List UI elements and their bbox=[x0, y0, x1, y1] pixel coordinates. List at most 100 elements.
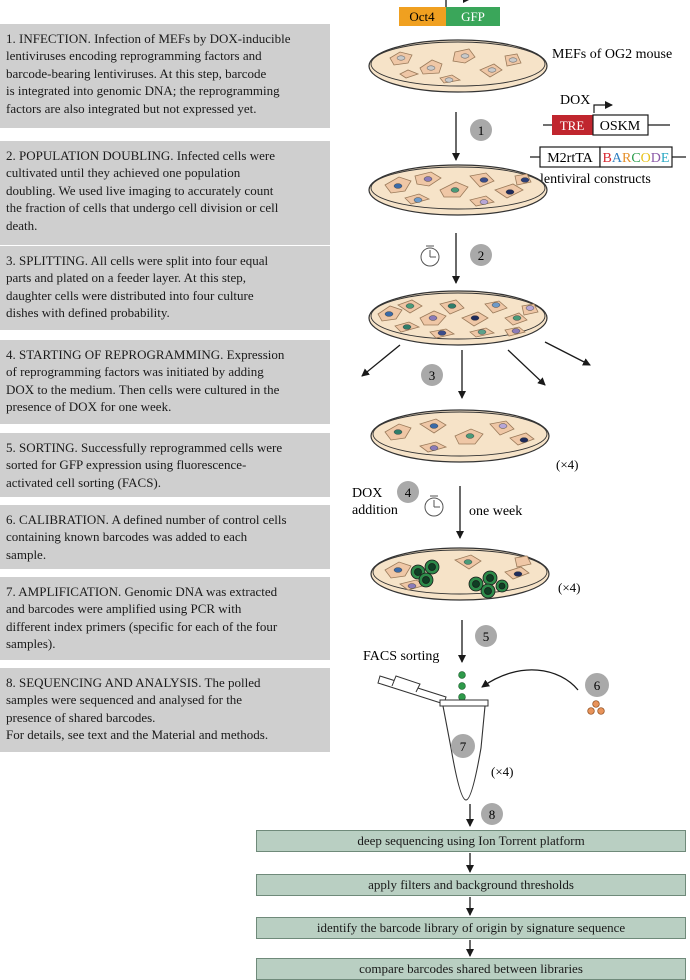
step-text-line: dishes with defined probability. bbox=[6, 305, 170, 321]
step-text-line: sample. bbox=[6, 546, 47, 562]
step-text-line: lentiviruses encoding reprogramming fact… bbox=[6, 48, 262, 64]
step-text-line: samples). bbox=[6, 636, 56, 652]
step-text-line: factors are also integrated but not expr… bbox=[6, 100, 257, 116]
step-text-line: 8. SEQUENCING AND ANALYSIS. The polled bbox=[6, 675, 261, 690]
clock-icon bbox=[420, 245, 440, 267]
barcode-letter: R bbox=[622, 151, 632, 166]
step-7-description: 7. AMPLIFICATION. Genomic DNA was extrac… bbox=[0, 577, 330, 660]
sorted-cells-icon bbox=[458, 671, 466, 701]
step-number-badge bbox=[475, 625, 497, 647]
multiplier-label: (×4) bbox=[558, 580, 581, 595]
step-text-line: death. bbox=[6, 217, 38, 233]
step-number-badge bbox=[397, 481, 419, 503]
step-number-badge bbox=[470, 119, 492, 141]
multiplier-label: (×4) bbox=[491, 764, 514, 779]
step-text-line: daughter cells were distributed into fou… bbox=[6, 287, 254, 303]
step-8-description: 8. SEQUENCING AND ANALYSIS. The polled s… bbox=[0, 668, 330, 752]
dox-addition-label: DOX bbox=[352, 486, 382, 501]
step-text-line: 2. POPULATION DOUBLING. Infected cells w… bbox=[6, 148, 275, 163]
step-text-line: presence of DOX for one week. bbox=[6, 399, 172, 415]
step-text-line: the fraction of cells that undergo cell … bbox=[6, 200, 279, 216]
barcode-label: BARCODE bbox=[603, 151, 670, 166]
step-text-line: 5. SORTING. Successfully reprogrammed ce… bbox=[6, 440, 283, 455]
oct4-gfp-construct: Oct4 GFP bbox=[399, 0, 500, 26]
step-text-line: 3. SPLITTING. All cells were split into … bbox=[6, 253, 269, 268]
control-cells-icon bbox=[587, 700, 605, 715]
step-6-description: 6. CALIBRATION. A defined number of cont… bbox=[0, 505, 330, 569]
step-text-line: barcode-bearing lentiviruses. At this st… bbox=[6, 65, 267, 81]
barcode-block bbox=[599, 146, 673, 168]
culture-dish-1 bbox=[368, 39, 548, 93]
step-number: 1 bbox=[478, 123, 485, 138]
step-text-line: For details, see text and the Material a… bbox=[6, 727, 269, 743]
step-number-badge bbox=[421, 364, 443, 386]
step-text-line: 1. INFECTION. Infection of MEFs by DOX-i… bbox=[6, 31, 291, 46]
step-text-line: sorted for GFP expression using fluoresc… bbox=[6, 457, 247, 473]
lentiviral-constructs: DOX TRE OSKM M2rtTA BARCODE lentiviral c… bbox=[530, 93, 686, 187]
gfp-block bbox=[446, 7, 500, 26]
clock-icon bbox=[424, 495, 444, 517]
dox-label: DOX bbox=[560, 93, 590, 108]
step-text-line: containing known barcodes was added to e… bbox=[6, 529, 248, 545]
tre-block bbox=[552, 115, 593, 135]
step-number: 4 bbox=[405, 485, 412, 500]
step-number-badge bbox=[451, 734, 475, 758]
facs-sorting-label: FACS sorting bbox=[363, 649, 439, 664]
multiplier-label: (×4) bbox=[556, 457, 579, 472]
step-text-line: of reprogramming factors was initiated b… bbox=[6, 364, 264, 380]
one-week-label: one week bbox=[469, 504, 522, 519]
flow-box-compare-barcodes: compare barcodes shared between librarie… bbox=[256, 958, 686, 980]
step-2-description: 2. POPULATION DOUBLING. Infected cells w… bbox=[0, 141, 330, 245]
step-number: 8 bbox=[489, 807, 496, 822]
step-text-line: parts and plated on a feeder layer. At t… bbox=[6, 270, 247, 286]
step-number: 5 bbox=[483, 629, 490, 644]
oskm-label: OSKM bbox=[600, 119, 641, 134]
split-arrow bbox=[361, 344, 401, 377]
barcode-letter: B bbox=[603, 151, 612, 166]
culture-dish-4 bbox=[370, 409, 550, 463]
tre-label: TRE bbox=[560, 118, 585, 133]
barcode-letter: E bbox=[661, 151, 670, 166]
m2rtta-label: M2rtTA bbox=[547, 151, 593, 166]
step-3-description: 3. SPLITTING. All cells were split into … bbox=[0, 246, 330, 330]
step-number-badge bbox=[470, 244, 492, 266]
step-text-line: and barcodes were amplified using PCR wi… bbox=[6, 601, 242, 617]
barcode-letter: D bbox=[651, 151, 661, 166]
dox-promoter-arrow-icon bbox=[593, 101, 613, 113]
step-5-description: 5. SORTING. Successfully reprogrammed ce… bbox=[0, 433, 330, 497]
step-text-line: doubling. We used live imaging to accura… bbox=[6, 182, 274, 198]
flow-box-filters: apply filters and background thresholds bbox=[256, 874, 686, 896]
split-arrow bbox=[507, 349, 546, 386]
gfp-label: GFP bbox=[461, 9, 485, 24]
step-text-line: 4. STARTING OF REPROGRAMMING. Expression bbox=[6, 347, 285, 362]
step-number: 7 bbox=[460, 739, 467, 754]
step-1-description: 1. INFECTION. Infection of MEFs by DOX-i… bbox=[0, 24, 330, 128]
lentiviral-constructs-label: lentiviral constructs bbox=[540, 172, 651, 187]
step-text-line: cultivated until they achieved one popul… bbox=[6, 165, 241, 181]
culture-dish-5 bbox=[370, 547, 550, 601]
step-text-line: 7. AMPLIFICATION. Genomic DNA was extrac… bbox=[6, 584, 278, 599]
step-text-line: DOX to the medium. Then cells were cultu… bbox=[6, 381, 280, 397]
step-text-line: samples were sequenced and analysed for … bbox=[6, 692, 243, 708]
step-text-line: is integrated into genomic DNA; the repr… bbox=[6, 83, 280, 99]
dox-addition-label: addition bbox=[352, 503, 398, 518]
barcode-letter: C bbox=[631, 151, 640, 166]
step-number: 3 bbox=[429, 368, 436, 383]
promoter-arrow-icon bbox=[445, 0, 471, 7]
step-text-line: presence of shared barcodes. bbox=[6, 709, 156, 725]
split-arrow bbox=[544, 341, 591, 366]
oct4-block bbox=[399, 7, 446, 26]
step-number: 2 bbox=[478, 248, 485, 263]
flow-box-sequencing: deep sequencing using Ion Torrent platfo… bbox=[256, 830, 686, 852]
culture-dish-2 bbox=[368, 164, 548, 216]
step-number-badge bbox=[481, 803, 503, 825]
step-number-badge bbox=[585, 673, 609, 697]
step-text-line: activated cell sorting (FACS). bbox=[6, 474, 162, 490]
calibration-arrow bbox=[481, 669, 579, 691]
flow-box-identify-library: identify the barcode library of origin b… bbox=[256, 917, 686, 939]
oskm-block bbox=[592, 114, 649, 136]
barcode-letter: A bbox=[612, 151, 623, 166]
barcode-letter: O bbox=[641, 151, 651, 166]
step-text-line: different index primers (specific for ea… bbox=[6, 618, 278, 634]
